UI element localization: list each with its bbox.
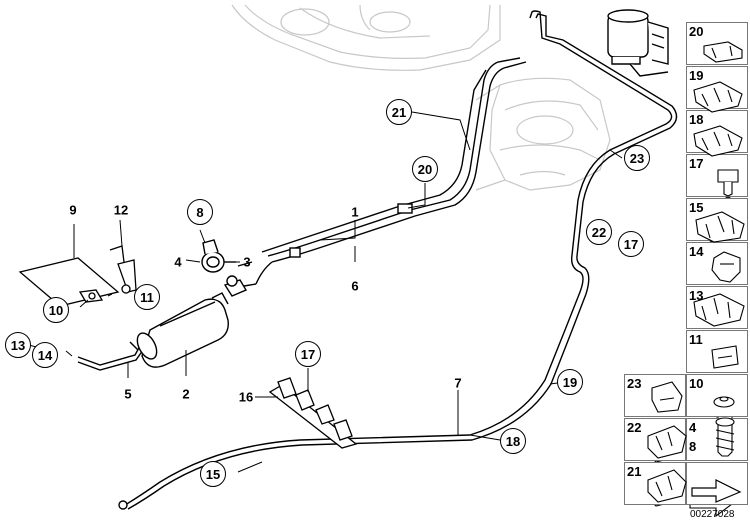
legend-number: 4 — [689, 420, 697, 435]
part-label-3: 3 — [243, 254, 251, 270]
part-label-7: 7 — [454, 375, 462, 391]
part-label-4: 4 — [174, 254, 182, 270]
legend-cell-19: 19 — [686, 66, 748, 109]
legend-number: 10 — [689, 376, 704, 391]
callout-14: 14 — [32, 342, 58, 368]
charcoal-canister — [607, 9, 669, 77]
callout-15: 15 — [200, 461, 226, 487]
bracket — [18, 245, 137, 307]
legend-cell-23: 23 — [624, 374, 686, 417]
hose-clamp — [201, 239, 236, 273]
part-label-6: 6 — [351, 278, 359, 294]
legend-cell-22: 22 — [624, 418, 686, 461]
figure-id: 00227028 — [690, 509, 735, 520]
callout-22: 22 — [586, 219, 612, 245]
part-label-2: 2 — [182, 386, 190, 402]
part-label-16: 16 — [238, 389, 254, 405]
legend-cell-20: 20 — [686, 22, 748, 65]
callout-19: 19 — [557, 369, 583, 395]
callout-8: 8 — [187, 199, 213, 225]
clip-holder — [268, 377, 358, 449]
legend-number: 15 — [689, 200, 704, 215]
legend-number: 21 — [627, 464, 642, 479]
legend-cell-21: 21 — [624, 462, 686, 505]
part-label-9: 9 — [69, 202, 77, 218]
part-label-12: 12 — [113, 202, 129, 218]
callout-21: 21 — [386, 99, 412, 125]
legend-number: 23 — [627, 376, 642, 391]
callout-10: 10 — [43, 297, 69, 323]
part-label-1: 1 — [351, 204, 359, 220]
callout-18: 18 — [500, 428, 526, 454]
fuel-filter — [129, 275, 248, 368]
legend-number: 13 — [689, 288, 704, 303]
legend-cell-18: 18 — [686, 110, 748, 153]
legend-cell-14: 14 — [686, 242, 748, 285]
legend-cell-11: 11 — [686, 330, 748, 373]
legend-number: 20 — [689, 24, 704, 39]
legend-number: 22 — [627, 420, 642, 435]
callout-17-line: 17 — [618, 231, 644, 257]
legend-number: 11 — [689, 332, 703, 347]
legend-cell-15: 15 — [686, 198, 748, 241]
direction-arrow-icon — [691, 479, 742, 503]
legend-cell-10: 10 — [686, 374, 748, 417]
legend-cell-17: 17 — [686, 154, 748, 197]
callout-13: 13 — [5, 332, 31, 358]
legend-number: 19 — [689, 68, 704, 83]
callout-20: 20 — [412, 156, 438, 182]
legend-number-secondary: 8 — [689, 439, 697, 454]
part-label-5: 5 — [124, 386, 132, 402]
callout-11: 11 — [134, 284, 160, 310]
callout-23: 23 — [624, 145, 650, 171]
legend-number: 14 — [689, 244, 704, 259]
legend-number: 17 — [689, 156, 704, 171]
callout-17-clip: 17 — [295, 341, 321, 367]
fuel-lines — [77, 10, 678, 510]
legend-number: 18 — [689, 112, 704, 127]
ghost-fuel-tank — [231, 4, 611, 191]
legend-cell-13: 13 — [686, 286, 748, 329]
